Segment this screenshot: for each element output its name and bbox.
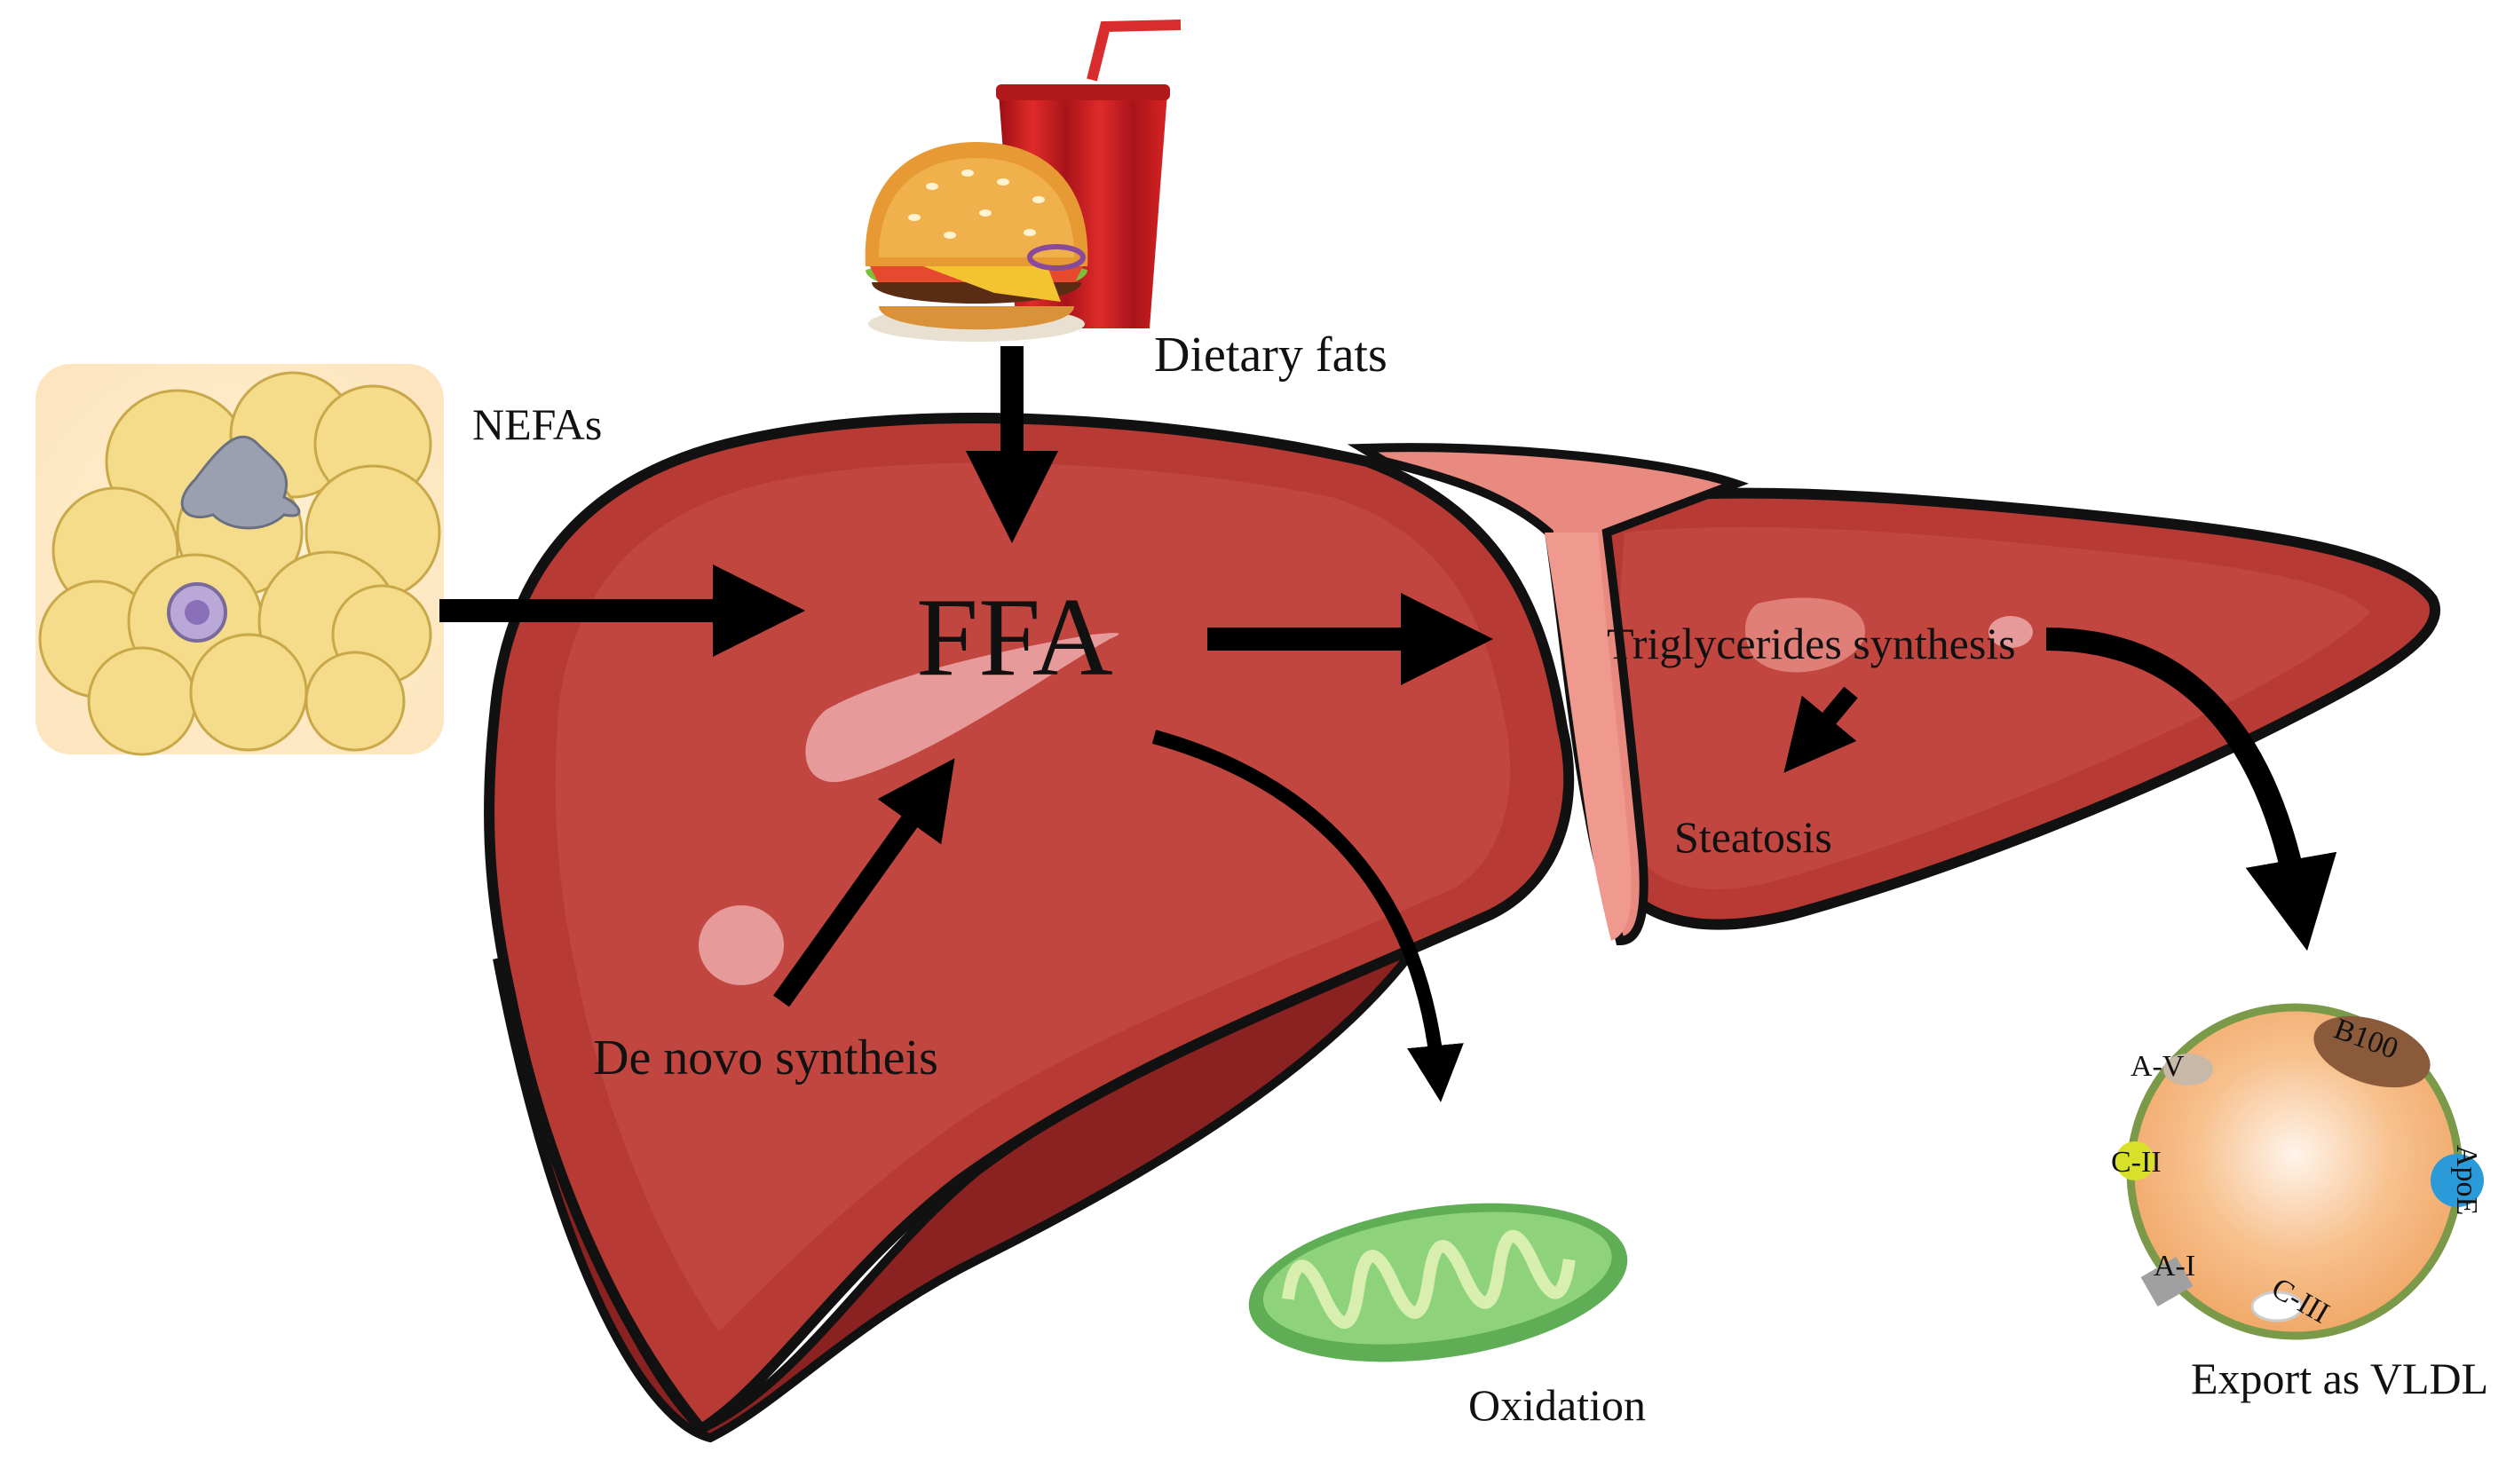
apolipoprotein-b100-icon — [2313, 1015, 2431, 1088]
fast-food-illustration — [865, 20, 1182, 342]
falciform-ligament-inner — [1545, 533, 1632, 941]
label-de-novo-synthesis: De novo syntheis — [593, 1030, 938, 1085]
apolipoprotein-e-icon — [2431, 1154, 2484, 1207]
arrow-ffa-to-oxidation — [1151, 730, 1464, 1102]
liver-left-lobe-inner — [555, 462, 1511, 1331]
label-nefas: NEFAs — [472, 399, 602, 449]
label-dietary-fats: Dietary fats — [1154, 328, 1387, 383]
apolipoprotein-cii-icon — [2115, 1141, 2154, 1180]
arrow-triglycerides-to-vldl — [2045, 628, 2337, 951]
label-ffa: FFA — [916, 576, 1113, 699]
apo-e-label: ApoE — [2450, 1145, 2483, 1215]
liver-highlight-right-dot — [1988, 616, 2033, 648]
apo-cii-label: C-II — [2111, 1146, 2162, 1179]
burger-icon — [865, 142, 1088, 342]
label-export-vldl: Export as VLDL — [2191, 1354, 2488, 1403]
vldl-particle: B100 A-V C-II ApoE A-I C-III — [2111, 1003, 2484, 1340]
labels: Dietary fats NEFAs FFA Triglycerides syn… — [472, 328, 2488, 1430]
macrophage-cell-icon — [180, 435, 301, 530]
liver — [484, 413, 2440, 1443]
adipose-tissue-illustration — [36, 364, 444, 756]
apolipoprotein-ai-icon — [2140, 1257, 2194, 1306]
label-steatosis: Steatosis — [1674, 812, 1832, 862]
apo-ai-label: A-I — [2154, 1250, 2195, 1283]
apo-av-label: A-V — [2131, 1050, 2185, 1083]
label-oxidation: Oxidation — [1468, 1380, 1646, 1430]
arrow-denovo-to-ffa — [773, 758, 955, 1007]
label-triglycerides-synthesis: Triglycerides synthesis — [1607, 619, 2016, 668]
apolipoprotein-av-icon — [2163, 1054, 2213, 1085]
mitochondrion-icon — [1248, 1203, 1628, 1362]
liver-highlight-right — [1744, 597, 1865, 673]
arrows — [439, 346, 2337, 1102]
liver-highlight-main — [805, 633, 1119, 783]
arrow-triglycerides-to-steatosis — [1783, 686, 1858, 773]
liver-highlight-spot — [699, 905, 784, 985]
straw-icon — [1087, 20, 1182, 82]
apolipoprotein-ciii-icon — [2250, 1291, 2304, 1322]
